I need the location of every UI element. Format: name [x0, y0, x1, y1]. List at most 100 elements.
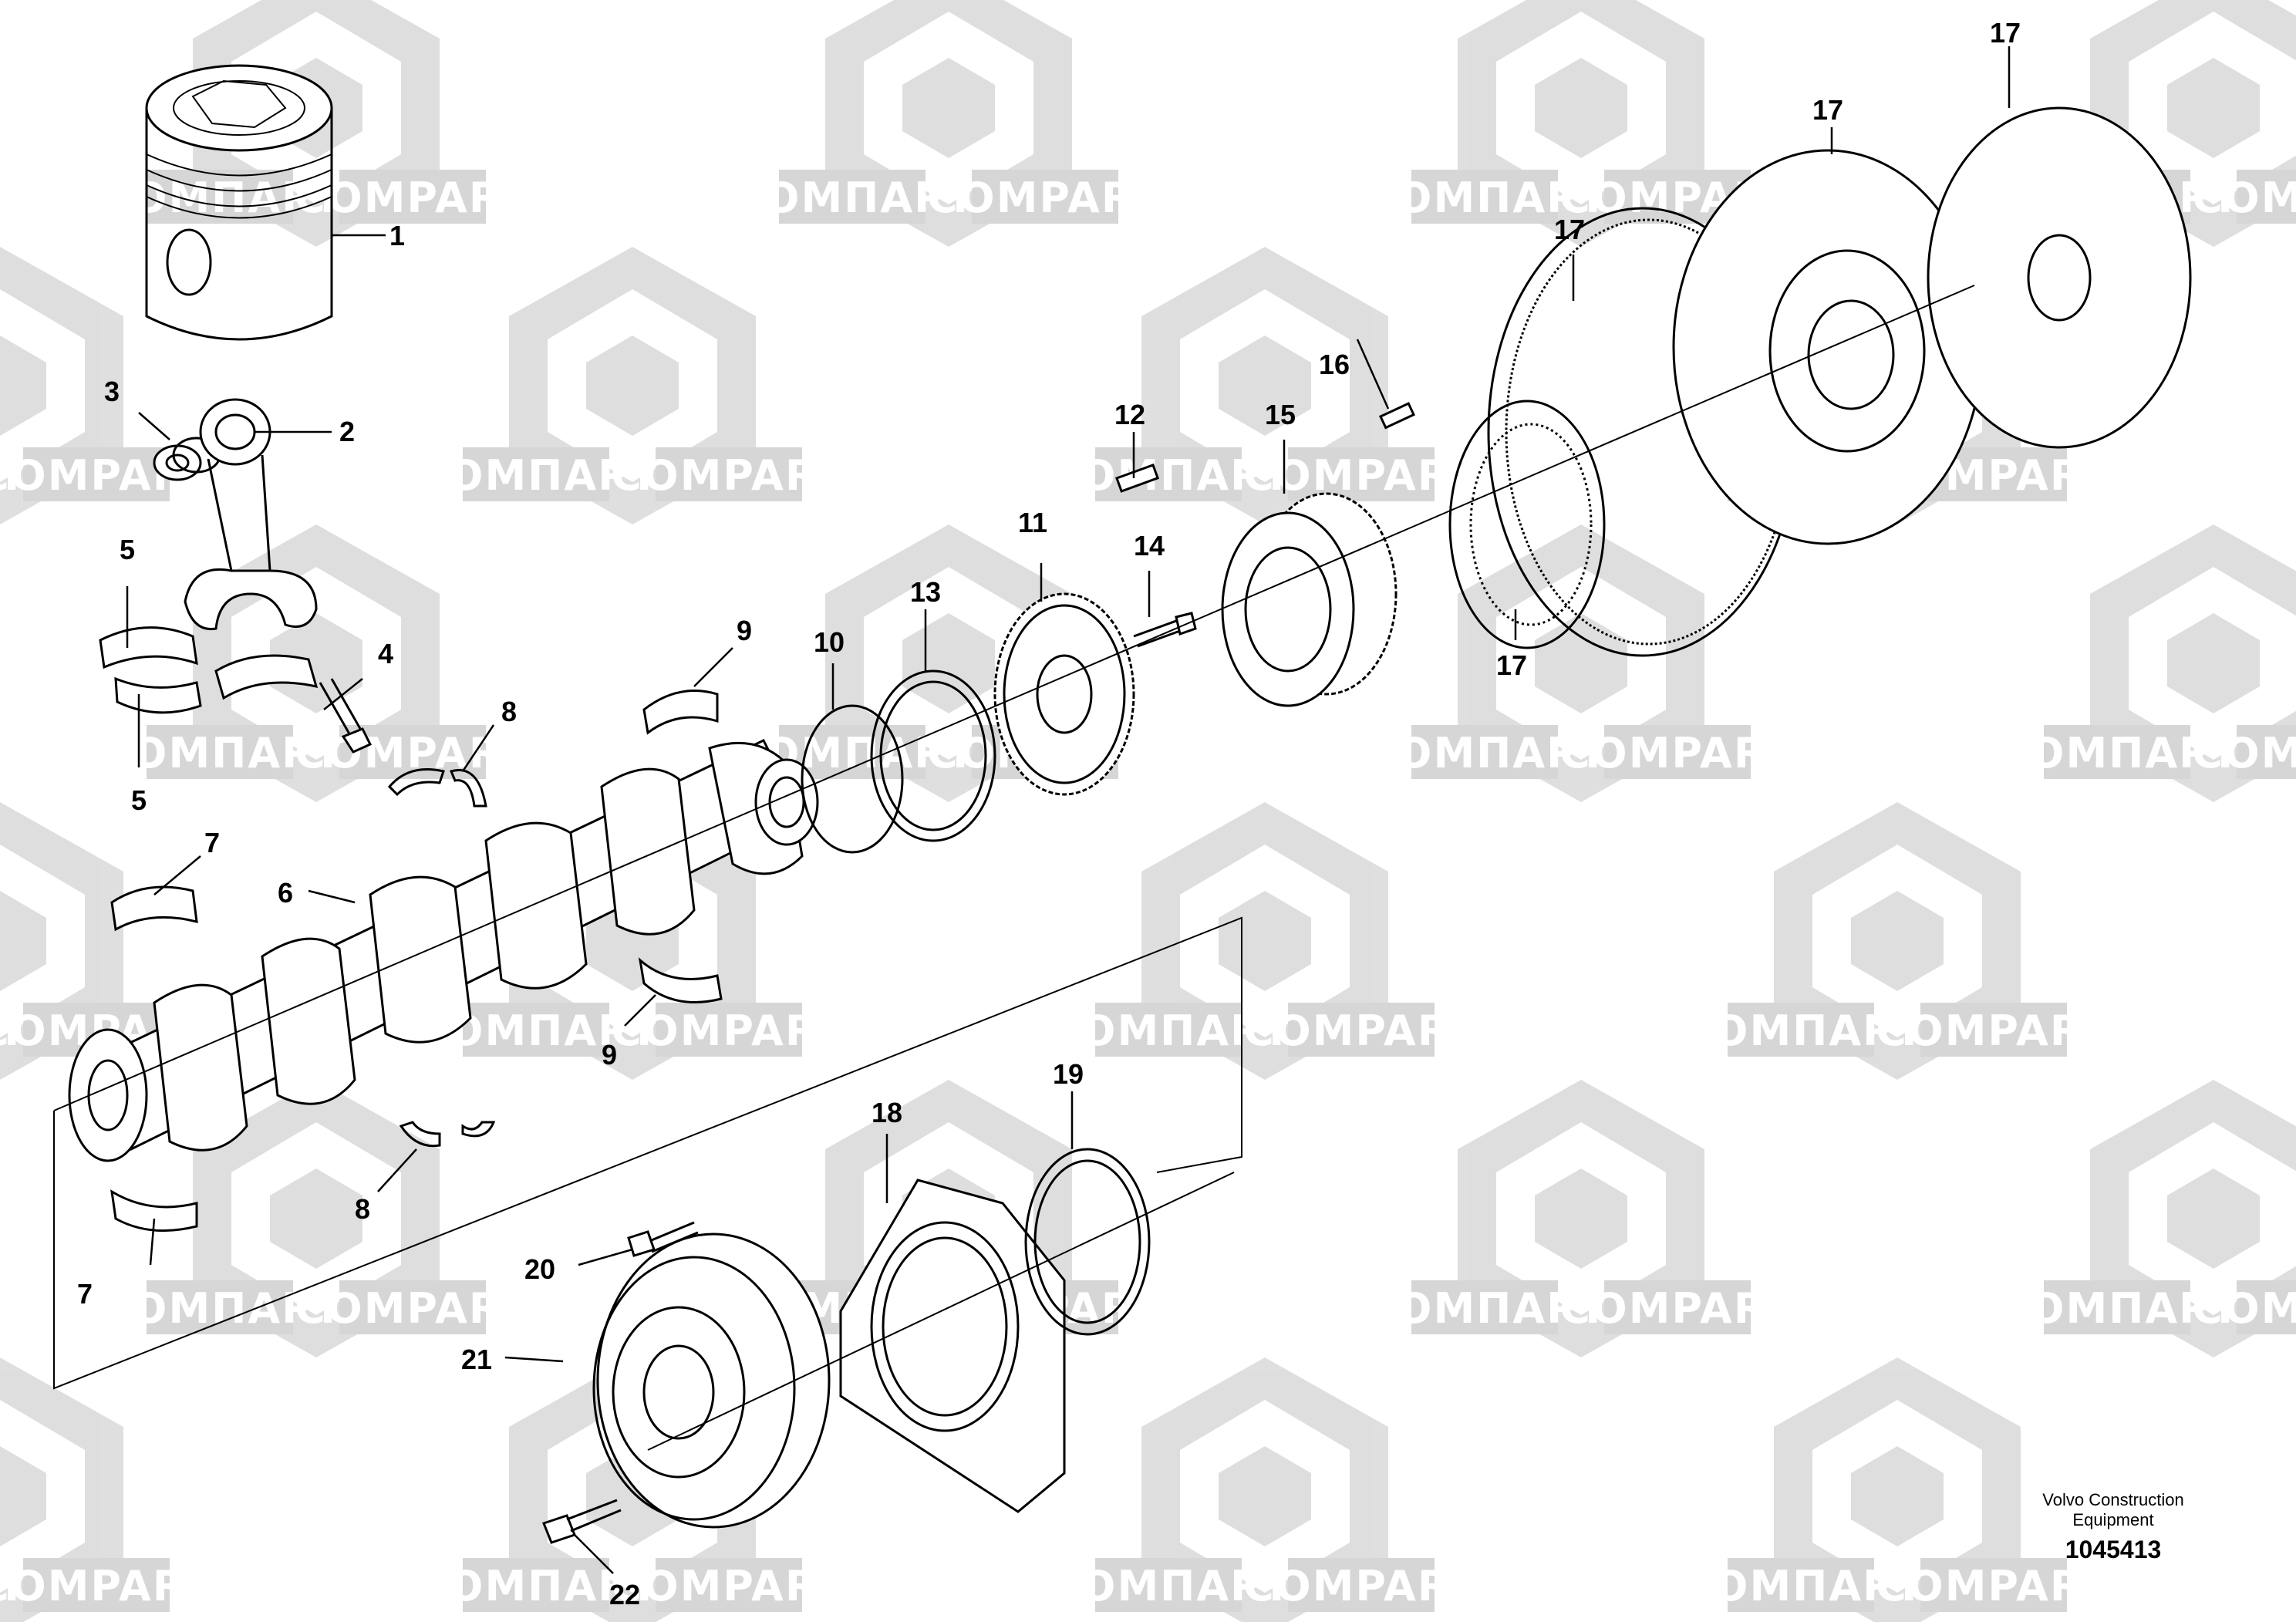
crankshaft-pulley — [592, 1233, 831, 1529]
watermark-band — [1288, 1003, 1435, 1057]
watermark-band — [656, 1003, 802, 1057]
callout-labels: 1 2 3 4 5 5 6 7 7 8 8 9 9 10 11 12 13 14… — [77, 17, 2021, 1610]
main-bearing-shells — [638, 690, 723, 1003]
watermark-text-cyrillic: КОМПАРТ — [0, 1562, 28, 1610]
callout-7-top: 7 — [204, 827, 220, 858]
watermark-band — [463, 447, 609, 501]
callout-7-bottom: 7 — [77, 1278, 93, 1310]
watermark-band — [2237, 1280, 2296, 1334]
watermark-text-latin: COMPART — [1243, 1007, 1479, 1055]
watermark-text-cyrillic: КОМПАРТ — [96, 1284, 343, 1333]
callout-1: 1 — [389, 220, 405, 251]
watermark-band — [147, 725, 293, 779]
watermark-band — [656, 1558, 802, 1612]
document-number: 1045413 — [2065, 1536, 2162, 1563]
callout-21: 21 — [461, 1344, 492, 1375]
watermark-band — [2237, 170, 2296, 224]
watermark-band — [339, 1280, 486, 1334]
watermark-text-cyrillic: КОМПАРТ — [412, 1562, 659, 1610]
watermark-text-latin: COMPART — [927, 174, 1163, 222]
watermark-band — [23, 447, 170, 501]
watermark-band — [2237, 725, 2296, 779]
watermark-band — [1411, 725, 1558, 779]
watermark-band — [1728, 1558, 1874, 1612]
watermark-text-latin: COMPART — [611, 1562, 847, 1610]
watermark-text-cyrillic: КОМПАРТ — [1044, 1007, 1292, 1055]
callout-9-bottom: 9 — [602, 1039, 617, 1071]
piston — [145, 64, 333, 341]
watermark-text-latin: COMPART — [295, 174, 531, 222]
connecting-rod-bearing-shells — [99, 626, 319, 714]
watermark-text-latin: COMPART — [1559, 1284, 1795, 1333]
watermark-text-cyrillic: КОМПАРТ — [1360, 729, 1608, 777]
connecting-rod-bolt — [319, 678, 373, 754]
front-seal-ring — [1024, 1148, 1151, 1336]
watermark-band — [463, 1558, 609, 1612]
credit-line-1: Volvo Construction — [2042, 1490, 2183, 1509]
watermark-text-cyrillic: КОМПАРТ — [1993, 1284, 2240, 1333]
watermark-band — [1095, 1558, 1242, 1612]
callout-8-bottom: 8 — [355, 1193, 370, 1225]
watermark-text-latin: COMPART — [2192, 174, 2296, 222]
flywheel-gear-ring — [1221, 492, 1397, 707]
watermark-band — [1604, 1280, 1751, 1334]
watermark-band — [1095, 1003, 1242, 1057]
callout-3: 3 — [104, 376, 120, 407]
watermark-band — [23, 1558, 170, 1612]
watermark-band — [972, 170, 1118, 224]
callout-5-top: 5 — [120, 534, 135, 565]
callout-16: 16 — [1319, 349, 1350, 380]
watermark-text-latin: COMPART — [1559, 729, 1795, 777]
watermark-band — [1411, 170, 1558, 224]
callout-12: 12 — [1114, 399, 1145, 430]
watermark-text-cyrillic: КОМПАРТ — [96, 729, 343, 777]
watermark-band — [339, 170, 486, 224]
o-ring — [801, 704, 904, 854]
watermark-band — [147, 1280, 293, 1334]
watermark-text-latin: COMPART — [295, 1284, 531, 1333]
credit-line-2: Equipment — [2072, 1510, 2153, 1529]
callout-9-top: 9 — [737, 615, 752, 646]
watermark-band — [463, 1003, 609, 1057]
watermark-text-cyrillic: КОМПАРТ — [728, 174, 976, 222]
watermark-text-latin: COMPART — [1243, 451, 1479, 500]
watermark-text-cyrillic: КОМПАРТ — [1044, 451, 1292, 500]
watermark-text-latin: COMPART — [611, 1007, 847, 1055]
watermark-text-cyrillic: КОМПАРТ — [0, 451, 28, 500]
watermark-text-latin: COMPART — [295, 729, 531, 777]
watermark-text-cyrillic: КОМПАРТ — [1360, 174, 1608, 222]
watermark-band — [1920, 1558, 2067, 1612]
watermark-text-cyrillic: КОМПАРТ — [0, 1007, 28, 1055]
callout-2: 2 — [339, 416, 355, 447]
callout-11: 11 — [1018, 507, 1047, 538]
watermark-band — [2044, 1280, 2190, 1334]
watermark-text-latin: COMPART — [611, 451, 847, 500]
callout-17-ring: 17 — [1554, 214, 1585, 245]
callout-17-seal: 17 — [1496, 649, 1527, 681]
callout-10: 10 — [814, 626, 845, 658]
watermark-band — [1920, 1003, 2067, 1057]
leader-lines — [126, 46, 2011, 1574]
front-main-bearing-shells — [110, 885, 198, 1233]
flywheel — [1672, 149, 1984, 545]
crankshaft-seal-housing — [839, 1179, 1066, 1513]
watermark-band — [656, 447, 802, 501]
flex-plate — [1927, 106, 2192, 449]
watermark-text-latin: COMPART — [2192, 729, 2296, 777]
watermark-band — [779, 170, 925, 224]
watermark-text-latin: COMPART — [2192, 1284, 2296, 1333]
crankshaft — [68, 739, 819, 1162]
watermark-text-latin: COMPART — [1876, 1562, 2112, 1610]
callout-6: 6 — [278, 877, 293, 909]
watermark-band — [1728, 1003, 1874, 1057]
watermark-text-latin: COMPART — [1243, 1562, 1479, 1610]
callout-22: 22 — [609, 1579, 640, 1610]
connecting-rod — [184, 398, 318, 631]
callout-15: 15 — [1265, 399, 1296, 430]
publisher-credit: Volvo Construction Equipment 1045413 — [2042, 1490, 2183, 1563]
callout-13: 13 — [910, 576, 941, 608]
thrust-washers — [387, 768, 496, 1148]
watermark-band — [1095, 447, 1242, 501]
watermark-text-cyrillic: КОМПАРТ — [1360, 1284, 1608, 1333]
